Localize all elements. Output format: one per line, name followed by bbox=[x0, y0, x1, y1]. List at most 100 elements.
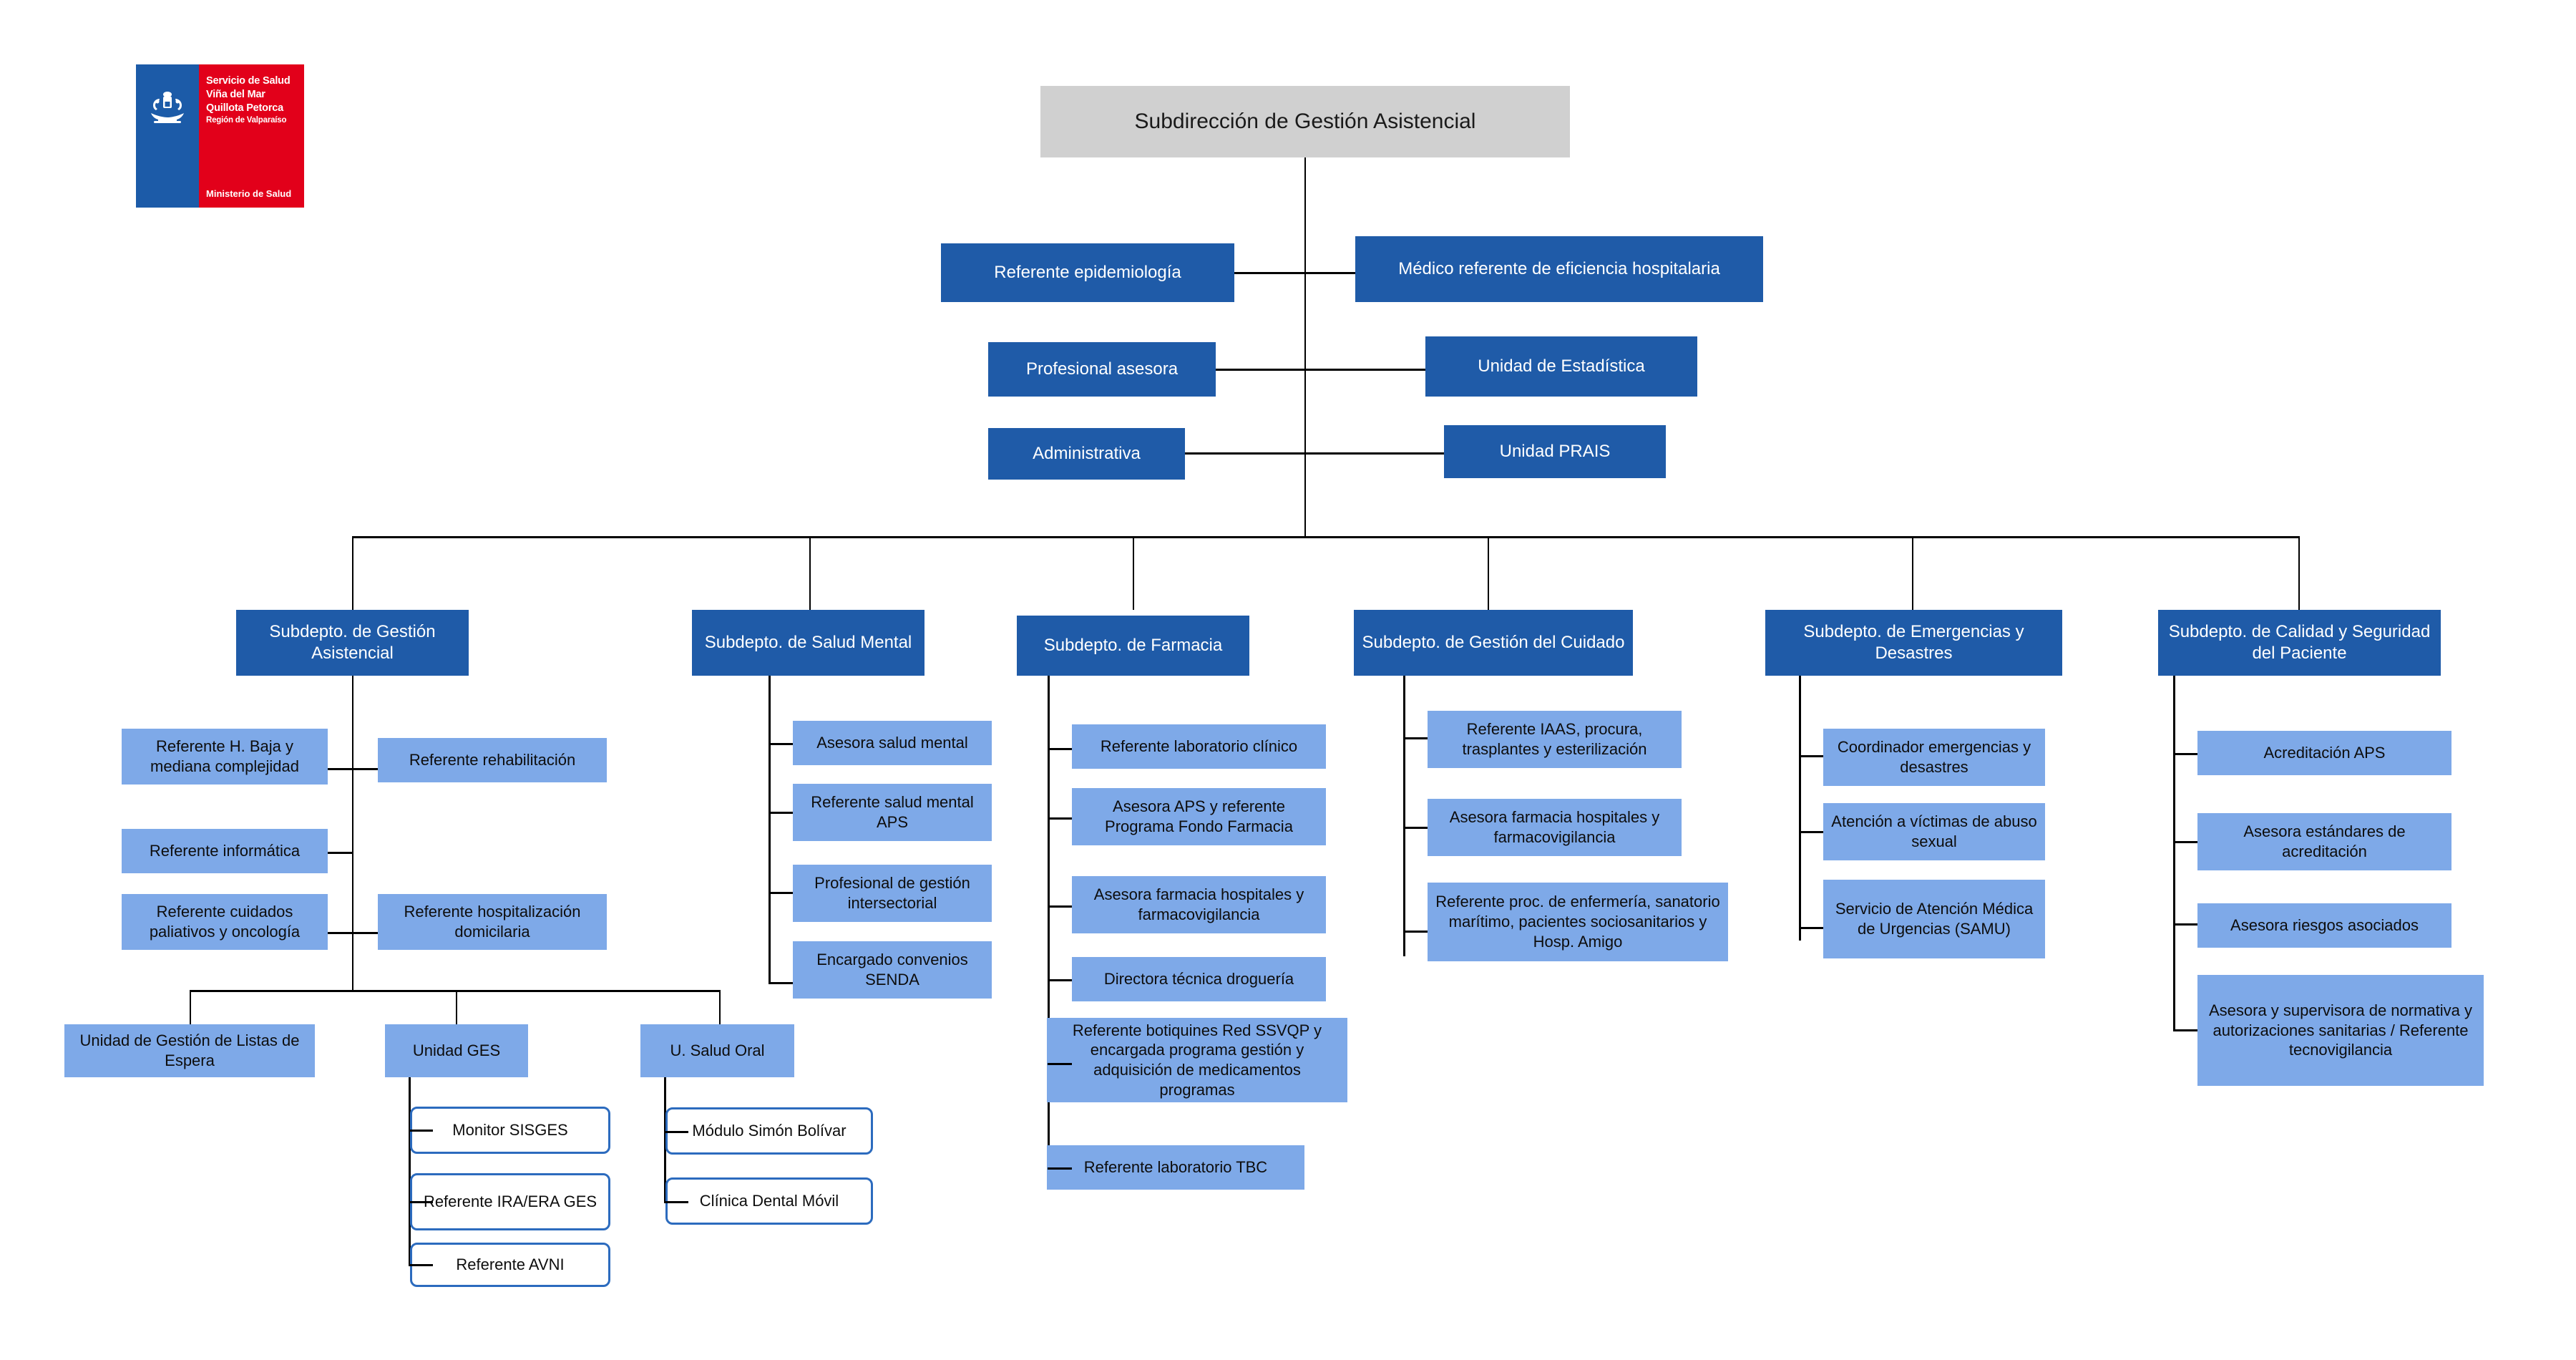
col5-connector-1 bbox=[1799, 755, 1823, 757]
col1-ges-monitor-sisges[interactable]: Monitor SISGES bbox=[410, 1107, 610, 1154]
col2-spine-line bbox=[769, 676, 771, 983]
col4-referente-proc-enfermeria[interactable]: Referente proc. de enfermería, sanatorio… bbox=[1428, 883, 1728, 961]
col2-referente-salud-mental-aps[interactable]: Referente salud mental APS bbox=[793, 784, 992, 841]
col4-connector-1 bbox=[1403, 737, 1428, 739]
col5-coordinador-emergencias[interactable]: Coordinador emergencias y desastres bbox=[1823, 729, 2045, 786]
logo-red-panel: Servicio de Salud Viña del Mar Quillota … bbox=[199, 64, 304, 208]
col5-connector-3 bbox=[1799, 927, 1823, 929]
root-node-subdireccion[interactable]: Subdirección de Gestión Asistencial bbox=[1040, 86, 1570, 157]
col1-referente-cuidados-paliativos[interactable]: Referente cuidados paliativos y oncologí… bbox=[122, 894, 328, 950]
col4-connector-3 bbox=[1403, 931, 1428, 933]
staff-right-unidad-estadistica[interactable]: Unidad de Estadística bbox=[1425, 336, 1697, 397]
col5-samu[interactable]: Servicio de Atención Médica de Urgencias… bbox=[1823, 880, 2045, 958]
staff-right-medico-eficiencia[interactable]: Médico referente de eficiencia hospitala… bbox=[1355, 236, 1763, 302]
col1-referente-hospitalizacion-domicilaria[interactable]: Referente hospitalización domicilaria bbox=[378, 894, 607, 950]
col5-atencion-victimas-abuso-sexual[interactable]: Atención a víctimas de abuso sexual bbox=[1823, 803, 2045, 860]
dept-drop-line-2 bbox=[809, 536, 811, 610]
minsal-ssvqp-logo: Servicio de Salud Viña del Mar Quillota … bbox=[136, 64, 304, 208]
col6-asesora-riesgos-asociados[interactable]: Asesora riesgos asociados bbox=[2197, 903, 2451, 948]
col1-ges-spine bbox=[409, 1077, 411, 1265]
department-gestion-asistencial[interactable]: Subdepto. de Gestión Asistencial bbox=[236, 610, 469, 676]
col1-salud-oral-connector-2 bbox=[664, 1201, 688, 1203]
root-spine-line bbox=[1304, 157, 1306, 537]
col3-connector-6 bbox=[1048, 1167, 1072, 1170]
col1-salud-oral-clinica-dental-movil[interactable]: Clínica Dental Móvil bbox=[665, 1177, 873, 1225]
staff-left-administrativa[interactable]: Administrativa bbox=[988, 428, 1185, 480]
logo-service-name: Servicio de Salud Viña del Mar Quillota … bbox=[206, 74, 291, 127]
staff-left-referente-epidemiologia[interactable]: Referente epidemiología bbox=[941, 243, 1234, 302]
staff-connector-2 bbox=[1216, 369, 1425, 371]
col6-connector-4 bbox=[2173, 1029, 2197, 1031]
staff-right-unidad-prais[interactable]: Unidad PRAIS bbox=[1444, 425, 1666, 478]
col6-asesora-estandares-acreditacion[interactable]: Asesora estándares de acreditación bbox=[2197, 813, 2451, 870]
col2-asesora-salud-mental[interactable]: Asesora salud mental bbox=[793, 721, 992, 765]
dept-drop-line-6 bbox=[2298, 536, 2300, 610]
col1-ges-referente-ira-era[interactable]: Referente IRA/ERA GES bbox=[410, 1173, 610, 1230]
logo-blue-panel bbox=[136, 64, 199, 208]
department-distribution-bar bbox=[352, 536, 2298, 538]
col2-connector-4 bbox=[769, 982, 793, 984]
col2-connector-1 bbox=[769, 743, 793, 745]
logo-ministry-label: Ministerio de Salud bbox=[206, 188, 292, 199]
department-farmacia[interactable]: Subdepto. de Farmacia bbox=[1017, 616, 1249, 676]
staff-left-profesional-asesora[interactable]: Profesional asesora bbox=[988, 342, 1216, 397]
col1-salud-oral-modulo-simon-bolivar[interactable]: Módulo Simón Bolívar bbox=[665, 1107, 873, 1155]
logo-line-1: Servicio de Salud bbox=[206, 75, 291, 87]
col3-connector-2 bbox=[1048, 817, 1072, 820]
department-calidad-seguridad[interactable]: Subdepto. de Calidad y Seguridad del Pac… bbox=[2158, 610, 2441, 676]
col1-referente-rehabilitacion[interactable]: Referente rehabilitación bbox=[378, 738, 607, 782]
col1-unidad-salud-oral[interactable]: U. Salud Oral bbox=[640, 1024, 794, 1077]
col1-unit-drop-3 bbox=[719, 990, 721, 1024]
col1-ges-referente-avni[interactable]: Referente AVNI bbox=[410, 1243, 610, 1287]
col6-spine-line bbox=[2173, 676, 2175, 1031]
col2-connector-3 bbox=[769, 892, 793, 894]
col1-ges-connector-3 bbox=[409, 1264, 433, 1266]
col1-unit-drop-1 bbox=[190, 990, 191, 1024]
col2-encargado-convenios-senda[interactable]: Encargado convenios SENDA bbox=[793, 941, 992, 999]
col5-connector-2 bbox=[1799, 831, 1823, 833]
col1-left-connector-2 bbox=[328, 852, 352, 854]
col6-acreditacion-aps[interactable]: Acreditación APS bbox=[2197, 731, 2451, 775]
col1-left-connector-1 bbox=[328, 768, 352, 770]
col1-salud-oral-spine bbox=[664, 1077, 666, 1203]
col1-referente-h-baja-mediana[interactable]: Referente H. Baja y mediana complejidad bbox=[122, 729, 328, 785]
col3-asesora-farmacia-hospitales[interactable]: Asesora farmacia hospitales y farmacovig… bbox=[1072, 876, 1326, 933]
col6-connector-1 bbox=[2173, 753, 2197, 755]
col1-right-connector-2 bbox=[353, 932, 378, 934]
col1-ges-connector-1 bbox=[409, 1130, 433, 1132]
logo-line-3: Quillota Petorca bbox=[206, 102, 283, 115]
col1-spine-line bbox=[352, 676, 353, 991]
col1-unidad-ges[interactable]: Unidad GES bbox=[385, 1024, 528, 1077]
logo-line-2: Viña del Mar bbox=[206, 89, 265, 101]
col6-connector-2 bbox=[2173, 841, 2197, 843]
col3-spine-line bbox=[1048, 676, 1050, 1177]
col3-directora-tecnica-drogueria[interactable]: Directora técnica droguería bbox=[1072, 957, 1326, 1001]
col1-salud-oral-connector-1 bbox=[664, 1131, 688, 1133]
dept-drop-line-5 bbox=[1912, 536, 1913, 610]
logo-line-4: Región de Valparaíso bbox=[206, 116, 287, 125]
department-gestion-cuidado[interactable]: Subdepto. de Gestión del Cuidado bbox=[1354, 610, 1633, 676]
col3-asesora-aps-fondo-farmacia[interactable]: Asesora APS y referente Programa Fondo F… bbox=[1072, 788, 1326, 845]
col4-asesora-farmacia-hospitales[interactable]: Asesora farmacia hospitales y farmacovig… bbox=[1428, 799, 1682, 856]
col3-connector-3 bbox=[1048, 905, 1072, 908]
col3-referente-laboratorio-tbc[interactable]: Referente laboratorio TBC bbox=[1047, 1145, 1304, 1190]
department-salud-mental[interactable]: Subdepto. de Salud Mental bbox=[692, 610, 924, 676]
col3-connector-5 bbox=[1048, 1063, 1072, 1065]
department-emergencias-desastres[interactable]: Subdepto. de Emergencias y Desastres bbox=[1765, 610, 2062, 676]
col3-referente-laboratorio-clinico[interactable]: Referente laboratorio clínico bbox=[1072, 724, 1326, 769]
col1-ges-connector-2 bbox=[409, 1201, 433, 1203]
chile-coat-of-arms-icon bbox=[151, 92, 184, 123]
col4-connector-2 bbox=[1403, 827, 1428, 829]
col2-profesional-gestion-intersectorial[interactable]: Profesional de gestión intersectorial bbox=[793, 865, 992, 922]
col1-units-distribution-bar bbox=[190, 990, 719, 992]
col6-asesora-supervisora-normativa[interactable]: Asesora y supervisora de normativa y aut… bbox=[2197, 975, 2484, 1086]
col3-referente-botiquines-red-ssvqp[interactable]: Referente botiquines Red SSVQP y encarga… bbox=[1047, 1018, 1347, 1102]
col4-referente-iaas-procura[interactable]: Referente IAAS, procura, trasplantes y e… bbox=[1428, 711, 1682, 768]
col6-connector-3 bbox=[2173, 923, 2197, 926]
dept-drop-line-4 bbox=[1488, 536, 1489, 610]
col1-unidad-gestion-listas-espera[interactable]: Unidad de Gestión de Listas de Espera bbox=[64, 1024, 315, 1077]
col5-spine-line bbox=[1799, 676, 1801, 941]
staff-connector-1 bbox=[1234, 272, 1355, 274]
col1-referente-informatica[interactable]: Referente informática bbox=[122, 829, 328, 873]
